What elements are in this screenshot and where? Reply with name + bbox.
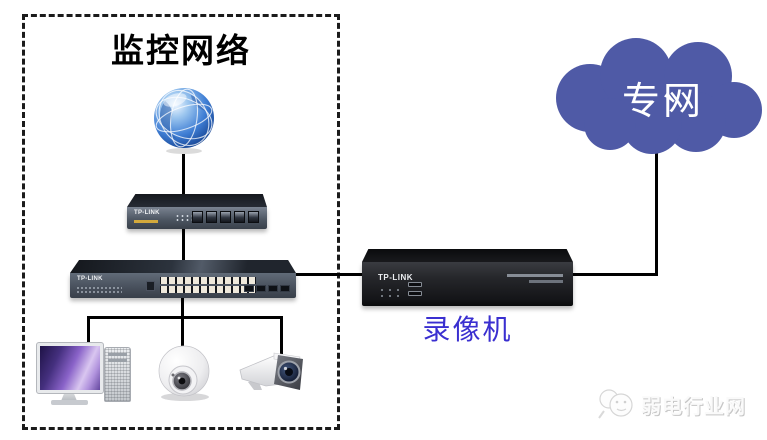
router-device: TP-LINK	[127, 194, 267, 229]
ethernet-port	[234, 211, 245, 223]
monitor-base	[51, 400, 88, 405]
monitor-stand	[61, 394, 77, 401]
switch-brand-label: TP-LINK	[77, 276, 103, 282]
usb-port	[408, 282, 422, 287]
link-globe-router	[182, 154, 185, 196]
link-bus	[87, 316, 283, 319]
link-router-switch	[182, 227, 185, 261]
link-drop-computer	[87, 316, 90, 346]
switch-sfp-slots	[244, 285, 290, 292]
monitor-screen	[40, 346, 100, 390]
usb-port	[408, 291, 422, 296]
link-switch-recorder	[294, 273, 363, 276]
watermark-text: 弱电行业网	[641, 395, 746, 418]
sfp-slot	[256, 285, 266, 292]
router-front-panel: TP-LINK	[127, 207, 267, 229]
recorder-brand-label: TP-LINK	[378, 273, 414, 282]
switch-led-indicators	[76, 286, 122, 294]
recorder-device: TP-LINK	[362, 249, 573, 306]
ethernet-port	[248, 211, 259, 223]
recorder-model-text	[507, 274, 563, 283]
link-recorder-cloud-horizontal	[571, 273, 658, 276]
computer-tower	[104, 347, 131, 402]
switch-console-port	[146, 281, 155, 291]
ethernet-port	[220, 211, 231, 223]
desktop-computer-icon	[36, 342, 104, 394]
router-accent-strip	[134, 220, 158, 223]
dome-camera-icon	[158, 345, 210, 401]
router-brand-label: TP-LINK	[134, 210, 160, 216]
watermark: 弱电行业网	[596, 386, 746, 422]
recorder-usb-ports	[408, 282, 422, 300]
router-ethernet-ports	[192, 211, 259, 223]
sfp-slot	[244, 285, 254, 292]
monitor-network-title: 监控网络	[111, 32, 251, 69]
link-drop-bullet-camera	[280, 316, 283, 354]
sfp-slot	[268, 285, 278, 292]
bullet-camera-icon	[239, 352, 303, 390]
switch-ethernet-ports	[160, 277, 256, 293]
port-row	[160, 277, 256, 284]
recorder-top-panel	[362, 249, 573, 262]
port-row	[160, 286, 256, 293]
monitor-network-boundary	[22, 14, 340, 430]
private-network-cloud	[556, 38, 762, 154]
switch-top-panel	[70, 260, 296, 273]
link-switch-bus	[181, 296, 184, 319]
private-network-label: 专网	[621, 80, 704, 123]
ethernet-port	[192, 211, 203, 223]
switch-device: TP-LINK	[70, 260, 296, 298]
speech-bubble-logo-icon	[598, 389, 633, 419]
link-drop-dome-camera	[181, 316, 184, 350]
sfp-slot	[280, 285, 290, 292]
recorder-label: 录像机	[422, 314, 513, 345]
globe-icon	[154, 88, 214, 154]
router-led-indicators	[175, 214, 201, 222]
recorder-front-panel: TP-LINK	[362, 262, 573, 306]
link-recorder-cloud-vertical	[655, 148, 658, 276]
router-top-panel	[127, 194, 267, 207]
switch-front-panel: TP-LINK	[70, 273, 296, 298]
ethernet-port	[206, 211, 217, 223]
recorder-led-indicators	[378, 287, 400, 301]
